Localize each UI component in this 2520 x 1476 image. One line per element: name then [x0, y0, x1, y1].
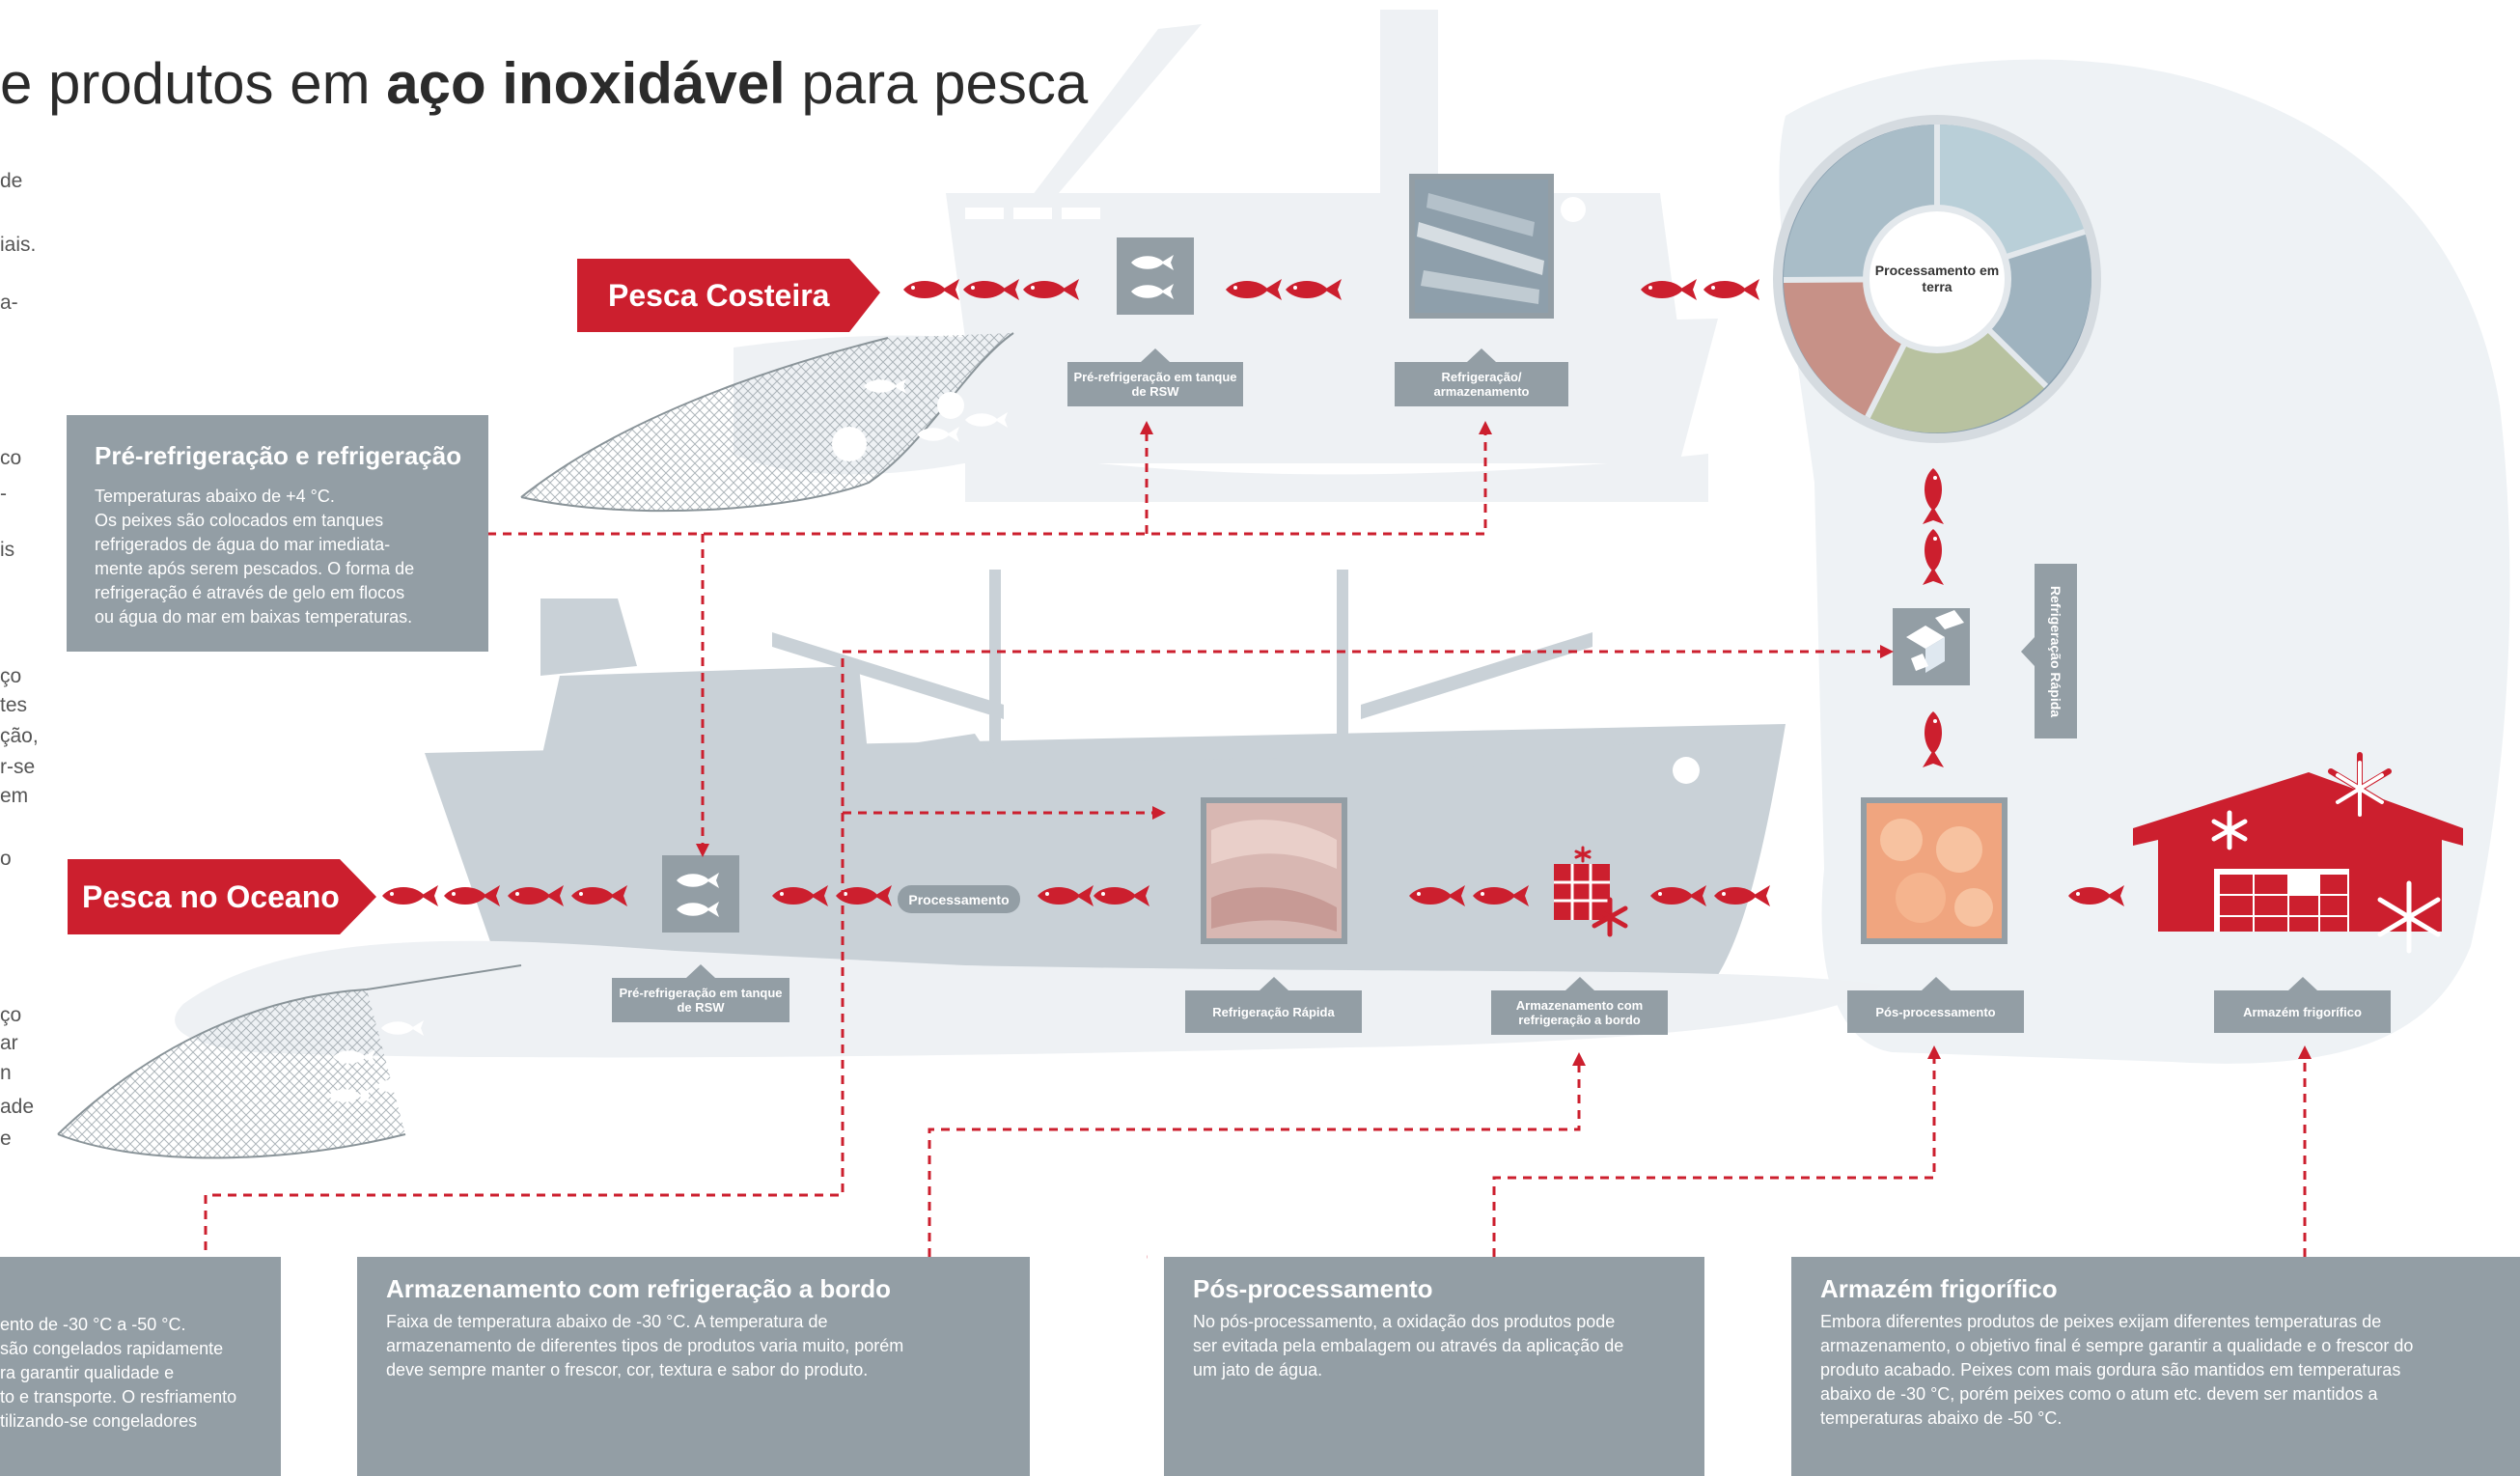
flow-connectors: [204, 432, 2307, 1257]
processing-pill: Processamento: [898, 885, 1020, 913]
prechill-info-line: refrigeração é através de gelo em flocos: [95, 583, 405, 602]
ice-cube-icon: [1893, 608, 1970, 685]
warehouse-info-title: Armazém frigorífico: [1820, 1274, 2058, 1303]
warehouse-icon: [2133, 752, 2463, 954]
rapid-info-line: são congelados rapidamente: [0, 1339, 224, 1358]
post-processing-info-box: Pós-processamento No pós-processamento, …: [1164, 1257, 1704, 1476]
coastal-tag-shape: [577, 259, 880, 332]
rapid-info-line: ra garantir qualidade e: [0, 1363, 175, 1382]
left-text-fragment: iais.: [0, 234, 37, 256]
left-text-fragment: e: [0, 1128, 12, 1150]
title-bold-text: aço inoxidável: [386, 51, 786, 116]
left-text-fragment: n: [0, 1062, 12, 1084]
warehouse-info-line: abaixo de -30 °C, porém peixes como o at…: [1820, 1384, 2378, 1404]
left-text-fragment: a-: [0, 292, 18, 314]
left-text-fragment: ço: [0, 1004, 22, 1026]
prechill-info-line: refrigerados de água do mar imediata-: [95, 535, 391, 554]
shrimp-photo: [1861, 797, 2008, 944]
onboard-freezer-icon: [1554, 846, 1628, 937]
warehouse-info-line: temperaturas abaixo de -50 °C.: [1820, 1408, 2063, 1428]
warehouse-info-line: produto acabado. Peixes com mais gordura…: [1820, 1360, 2401, 1379]
onboard-info-line: armazenamento de diferentes tipos de pro…: [386, 1336, 904, 1355]
onboard-info-line: Faixa de temperatura abaixo de -30 °C. A…: [386, 1312, 828, 1331]
fishing-net-icon: [520, 332, 1014, 513]
page-title: e produtos em aço inoxidável para pesca: [0, 50, 1088, 117]
title-text-end: para pesca: [785, 51, 1089, 116]
fish-fillet-photo: [1201, 797, 1347, 944]
land-processing-label: Processamento em terra: [1874, 263, 2000, 294]
left-text-fragment: r-se: [0, 756, 36, 778]
arrow-heads: [696, 421, 2312, 1066]
left-text-fragment: o: [0, 848, 12, 870]
post-info-line: um jato de água.: [1193, 1360, 1323, 1379]
left-text-fragment: ade: [0, 1096, 35, 1118]
rapid-info-line: tilizando-se congeladores: [0, 1411, 198, 1431]
post-info-title: Pós-processamento: [1193, 1274, 1433, 1303]
cold-warehouse-info-box: Armazém frigorífico Embora diferentes pr…: [1791, 1257, 2520, 1476]
rsw-prechill-label-bottom: Pré-refrigeração em tanque de RSW: [612, 964, 789, 1022]
rapid-info-line: ento de -30 °C a -50 °C.: [0, 1315, 186, 1334]
land-processing-wheel: [1773, 115, 2101, 443]
rapid-refrigeration-vertical-text: Refrigeração Rápida: [2048, 585, 2063, 717]
fishing-net-icon: [57, 964, 522, 1159]
prechill-info-line: Os peixes são colocados em tanques: [95, 511, 384, 530]
ocean-ship: [425, 570, 1786, 975]
title-text: e produtos em: [0, 51, 387, 116]
fish-tank-icon: [662, 855, 739, 933]
rapid-freezing-info-box: ento de -30 °C a -50 °C. são congelados …: [0, 1257, 281, 1476]
post-info-line: ser evitada pela embalagem ou através da…: [1193, 1336, 1624, 1355]
onboard-info-title: Armazenamento com refrigeração a bordo: [386, 1274, 892, 1303]
sardines-photo: [1409, 174, 1554, 319]
rapid-info-line: to e transporte. O resfriamento: [0, 1387, 237, 1406]
refrigeration-storage-label: Refrigeração/ armazenamento: [1395, 348, 1568, 406]
warehouse-info-line: Embora diferentes produtos de peixes exi…: [1820, 1312, 2382, 1331]
rapid-refrigeration-vertical-label: Refrigeração Rápida: [2021, 564, 2077, 738]
left-text-fragment: de: [0, 170, 23, 192]
prechill-info-title: Pré-refrigeração e refrigeração: [95, 441, 462, 470]
left-text-fragment: ço: [0, 665, 22, 687]
left-text-fragment: is: [0, 539, 15, 561]
post-info-line: No pós-processamento, a oxidação dos pro…: [1193, 1312, 1616, 1331]
coastal-fishing-tag: Pesca Costeira: [608, 277, 830, 313]
left-text-fragment: co: [0, 447, 22, 469]
rapid-refrigeration-label: Refrigeração Rápida: [1185, 977, 1362, 1033]
prechill-info-line: Temperaturas abaixo de +4 °C.: [95, 487, 335, 506]
prechill-info-line: mente após serem pescados. O forma de: [95, 559, 415, 578]
warehouse-info-line: armazenamento, o objetivo final é sempre…: [1820, 1336, 2414, 1355]
onboard-storage-label: Armazenamento com refrigeração a bordo: [1491, 977, 1668, 1035]
onboard-storage-info-box: Armazenamento com refrigeração a bordo F…: [357, 1257, 1030, 1476]
left-text-fragment: ção,: [0, 725, 39, 747]
cold-warehouse-label: Armazém frigorífico: [2214, 977, 2391, 1033]
left-text-fragment: ar: [0, 1032, 18, 1054]
left-text-fragment: -: [0, 483, 7, 505]
fish-tank-icon: [1117, 237, 1194, 315]
prechill-info-box: Pré-refrigeração e refrigeração Temperat…: [67, 415, 488, 652]
post-processing-label: Pós-processamento: [1847, 977, 2024, 1033]
left-text-fragment: em: [0, 785, 29, 807]
ocean-tag-shape: [68, 859, 376, 934]
prechill-info-line: ou água do mar em baixas temperaturas.: [95, 607, 413, 627]
ocean-fishing-tag: Pesca no Oceano: [82, 878, 340, 914]
left-text-fragment: tes: [0, 694, 28, 716]
rsw-prechill-label-top: Pré-refrigeração em tanque de RSW: [1067, 348, 1243, 406]
onboard-info-line: deve sempre manter o frescor, cor, textu…: [386, 1360, 869, 1379]
